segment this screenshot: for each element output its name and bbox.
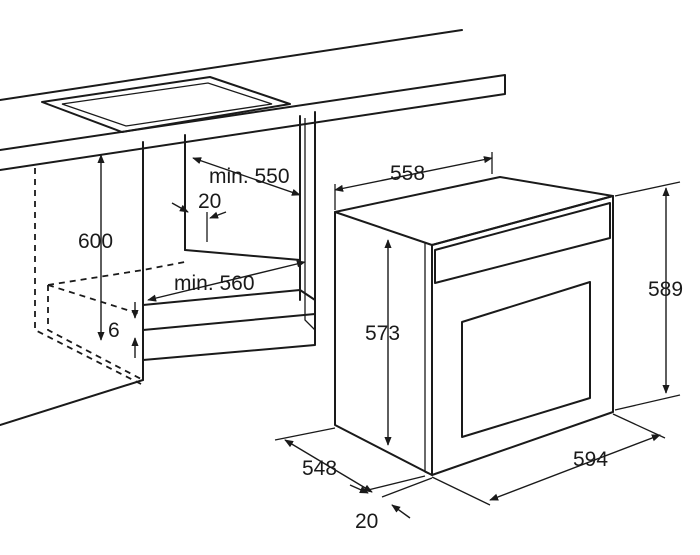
oven-door-window: [461, 281, 591, 438]
oven-depth-label: 548: [302, 457, 337, 480]
top-gap-dimension: 20: [171, 190, 227, 242]
cabinet-height-label: 600: [78, 230, 113, 253]
countertop: [0, 29, 506, 171]
oven-depth-dimension: 548: [274, 427, 426, 493]
oven-front-width-dimension: 594: [431, 413, 666, 506]
niche-width-label: min. 560: [174, 272, 255, 295]
front-panel-depth-label: 20: [355, 510, 378, 533]
bottom-gap-dimension: 6: [108, 302, 139, 358]
oven-front-panel: [424, 195, 614, 476]
niche-depth-label: min. 550: [209, 165, 290, 188]
oven-top-width-dimension: 558: [334, 152, 493, 210]
bottom-gap-label: 6: [108, 319, 120, 342]
niche-shelf: [0, 249, 316, 426]
oven-total-height-dimension: 589: [614, 181, 683, 411]
oven-unit: 558 573 589 548 594: [274, 152, 683, 533]
niche-depth-dimension: min. 550: [192, 157, 301, 196]
hidden-side-cabinet: [34, 168, 186, 386]
oven-control-panel: [434, 202, 611, 284]
top-gap-label: 20: [198, 190, 221, 213]
cabinet-side-panel: [304, 118, 316, 331]
front-panel-depth-dimension: 20: [349, 477, 433, 533]
cabinet-height-dimension: 600: [78, 154, 113, 341]
oven-top-width-label: 558: [390, 162, 425, 185]
kitchen-cabinet: 600 6 min. 550 20 min. 560: [0, 29, 506, 426]
niche-width-dimension: min. 560: [147, 260, 306, 302]
oven-front-width-label: 594: [573, 448, 608, 471]
oven-top: [334, 176, 614, 246]
oven-total-height-label: 589: [648, 278, 683, 301]
niche-back-edge: [142, 111, 316, 381]
hob: [41, 76, 291, 133]
oven-body-height-label: 573: [365, 322, 400, 345]
oven-body-height-dimension: 573: [365, 239, 400, 446]
